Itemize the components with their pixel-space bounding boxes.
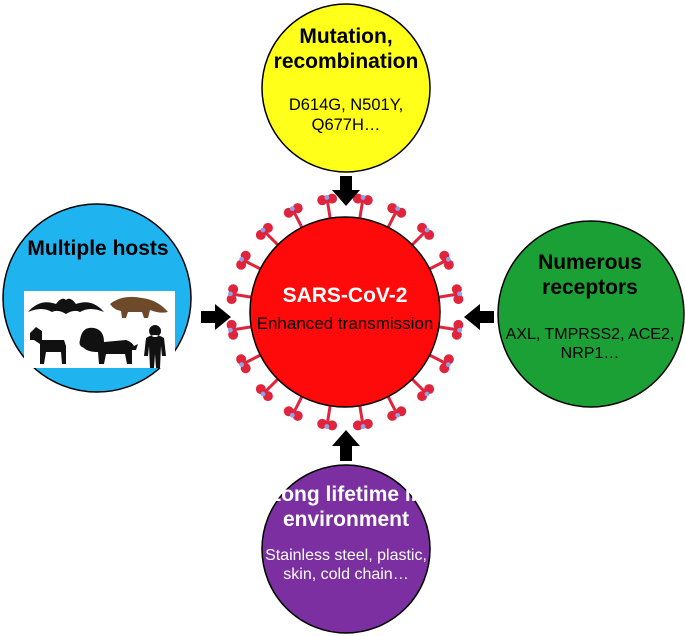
spike-protein xyxy=(426,250,454,272)
dog-icon xyxy=(30,327,66,364)
arrow-right xyxy=(201,304,231,330)
virus-circle xyxy=(249,216,441,408)
pangolin-icon xyxy=(110,296,168,318)
spike-protein xyxy=(426,352,454,374)
hosts-title: Multiple hosts xyxy=(27,237,169,260)
human-icon xyxy=(144,325,166,368)
receptors-title: Numerous receptors xyxy=(538,251,642,300)
arrow-down xyxy=(332,176,360,206)
arrow-up xyxy=(332,430,360,461)
hosts-image xyxy=(24,291,175,368)
environment-title: Long lifetime in environment xyxy=(268,483,424,532)
mutation-examples: D614G, N501Y, Q677H… xyxy=(288,96,404,134)
virus-subtitle: Enhanced transmission xyxy=(256,314,434,333)
environment-examples: Stainless steel, plastic, skin, cold cha… xyxy=(265,547,427,584)
receptors-circle xyxy=(497,220,685,408)
spike-protein xyxy=(385,203,407,231)
virus-title: SARS-CoV-2 xyxy=(282,284,408,307)
mutation-circle xyxy=(261,3,431,173)
environment-circle xyxy=(261,464,431,634)
spike-protein xyxy=(283,393,305,421)
lion-icon xyxy=(79,327,138,364)
spike-protein xyxy=(385,393,407,421)
arrow-left xyxy=(464,304,494,330)
spike-protein xyxy=(255,222,282,249)
bat-icon xyxy=(28,298,104,314)
spike-protein xyxy=(408,222,435,249)
spike-protein xyxy=(236,352,264,374)
spike-protein xyxy=(236,250,264,272)
spike-protein xyxy=(283,203,305,231)
mutation-title: Mutation, recombination xyxy=(273,25,419,74)
spike-protein xyxy=(255,375,282,402)
receptors-examples: AXL, TMPRSS2, ACE2, NRP1… xyxy=(505,326,675,363)
spike-protein xyxy=(435,319,464,340)
spike-protein xyxy=(408,375,435,402)
